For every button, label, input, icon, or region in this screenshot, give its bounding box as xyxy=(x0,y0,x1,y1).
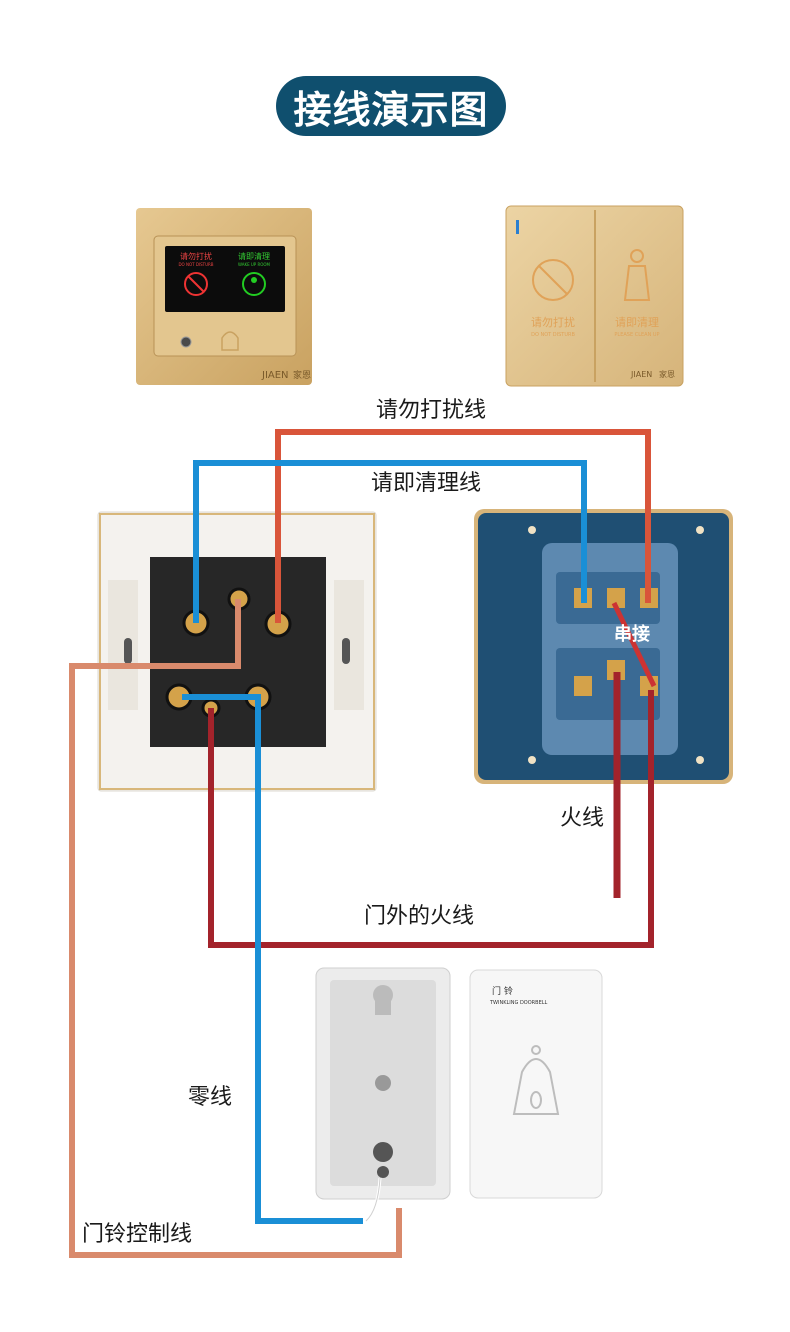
page-title: 接线演示图 xyxy=(293,87,489,132)
dnd-wire-label: 请勿打扰线 xyxy=(376,398,487,423)
switch-mur-cn: 请即清理 xyxy=(615,316,659,329)
neutral-label: 零线 xyxy=(188,1085,233,1110)
switch-brand: JIAEN xyxy=(630,370,652,379)
bell-icon xyxy=(221,331,239,351)
bell-control-wire xyxy=(69,599,402,1258)
doorbell-bell-icon xyxy=(512,1058,560,1115)
dnd-icon xyxy=(184,272,208,296)
switch-dnd-en: DO NOT DISTURB xyxy=(531,332,575,338)
live-label: 火线 xyxy=(560,806,605,831)
clean-wire-label: 请即清理线 xyxy=(371,471,482,496)
bell-control-label: 门铃控制线 xyxy=(82,1222,193,1247)
mur-text-cn: 请即清理 xyxy=(238,251,270,261)
switch-rear xyxy=(474,509,733,784)
switch-panel-front: 请勿打扰 DO NOT DISTURB 请即清理 PLEASE CLEAN UP… xyxy=(505,205,684,387)
front-brand-cn: 家恩 xyxy=(293,369,311,381)
dnd-text-cn: 请勿打扰 xyxy=(180,251,212,261)
switch-clean-icon xyxy=(630,249,644,263)
neutral-wire xyxy=(182,694,363,1224)
switch-mur-en: PLEASE CLEAN UP xyxy=(614,332,659,338)
front-brand: JIAEN xyxy=(261,370,289,381)
outside-live-wire xyxy=(208,690,654,948)
title-banner: 接线演示图 xyxy=(276,76,506,136)
mur-text-en: WAKE UP ROOM xyxy=(238,262,271,267)
dnd-wire xyxy=(275,429,651,623)
dnd-text-en: DO NOT DISTURB xyxy=(178,262,213,267)
doorbell-cn: 门 铃 xyxy=(492,985,513,997)
switch-dnd-cn: 请勿打扰 xyxy=(531,315,575,329)
doorbell-en: TWINKLING DOORBELL xyxy=(489,1000,548,1006)
clean-wire xyxy=(193,460,587,623)
outside-live-label: 门外的火线 xyxy=(364,904,475,929)
cleaning-icon xyxy=(242,272,266,296)
doorbell-front: 门 铃 TWINKLING DOORBELL xyxy=(469,969,603,1199)
switch-dnd-icon xyxy=(532,259,574,301)
doorbell-rear xyxy=(315,967,451,1200)
switch-brand-cn: 家恩 xyxy=(659,369,675,379)
card-panel-front: 请勿打扰 DO NOT DISTURB 请即清理 WAKE UP ROOM JI… xyxy=(136,208,312,385)
series-jumper xyxy=(611,601,657,688)
series-label: 串接 xyxy=(614,624,650,645)
